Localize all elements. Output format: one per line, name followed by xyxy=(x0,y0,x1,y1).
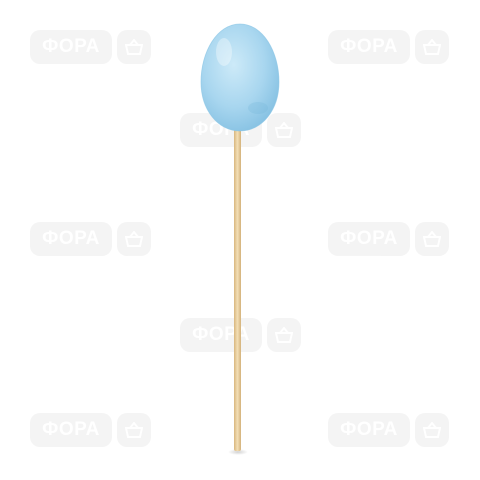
lollipop-stick xyxy=(234,118,241,451)
watermark-logo-text: ФОРА xyxy=(30,30,112,64)
basket-icon xyxy=(117,413,151,447)
watermark: ФОРА xyxy=(30,30,151,64)
watermark-logo-text: ФОРА xyxy=(328,222,410,256)
basket-icon xyxy=(117,30,151,64)
stick-shadow xyxy=(228,449,248,455)
watermark: ФОРА xyxy=(328,222,449,256)
basket-icon xyxy=(415,222,449,256)
watermark: ФОРА xyxy=(328,30,449,64)
candy-highlight xyxy=(216,38,232,66)
watermark-logo-text: ФОРА xyxy=(30,413,112,447)
watermark-logo-text: ФОРА xyxy=(30,222,112,256)
basket-icon xyxy=(117,222,151,256)
watermark-logo-text: ФОРА xyxy=(328,413,410,447)
basket-icon xyxy=(415,30,449,64)
basket-icon xyxy=(267,318,301,352)
basket-icon xyxy=(267,113,301,147)
watermark: ФОРА xyxy=(30,222,151,256)
lollipop-candy xyxy=(200,23,280,132)
watermark: ФОРА xyxy=(328,413,449,447)
watermark-logo-text: ФОРА xyxy=(328,30,410,64)
watermark: ФОРА xyxy=(30,413,151,447)
basket-icon xyxy=(415,413,449,447)
